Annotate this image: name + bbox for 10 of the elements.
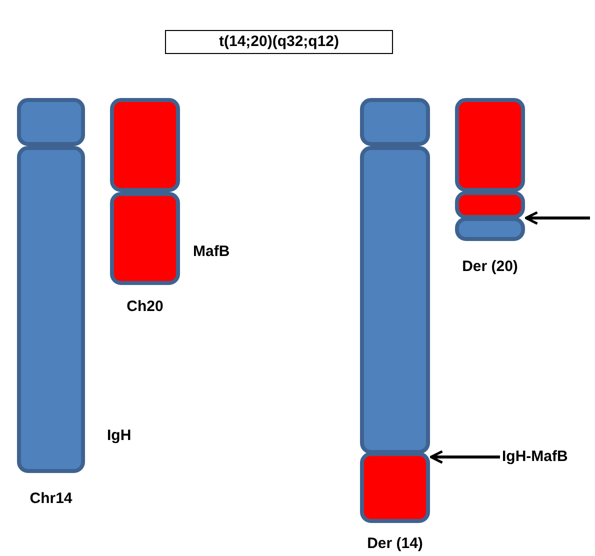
chromosome-label: Der (14) (367, 535, 423, 552)
gene-label: MafB (193, 243, 230, 260)
chromosome-label: Ch20 (126, 298, 164, 315)
arrow (430, 450, 500, 464)
arrow (524, 211, 590, 225)
chromosome-label: Der (20) (462, 258, 518, 275)
gene-label: IgH-MafB (502, 448, 568, 465)
gene-label: IgH (107, 427, 132, 444)
title: t(14;20)(q32;q12) (165, 30, 393, 54)
chromosome-label: Chr14 (30, 490, 72, 507)
